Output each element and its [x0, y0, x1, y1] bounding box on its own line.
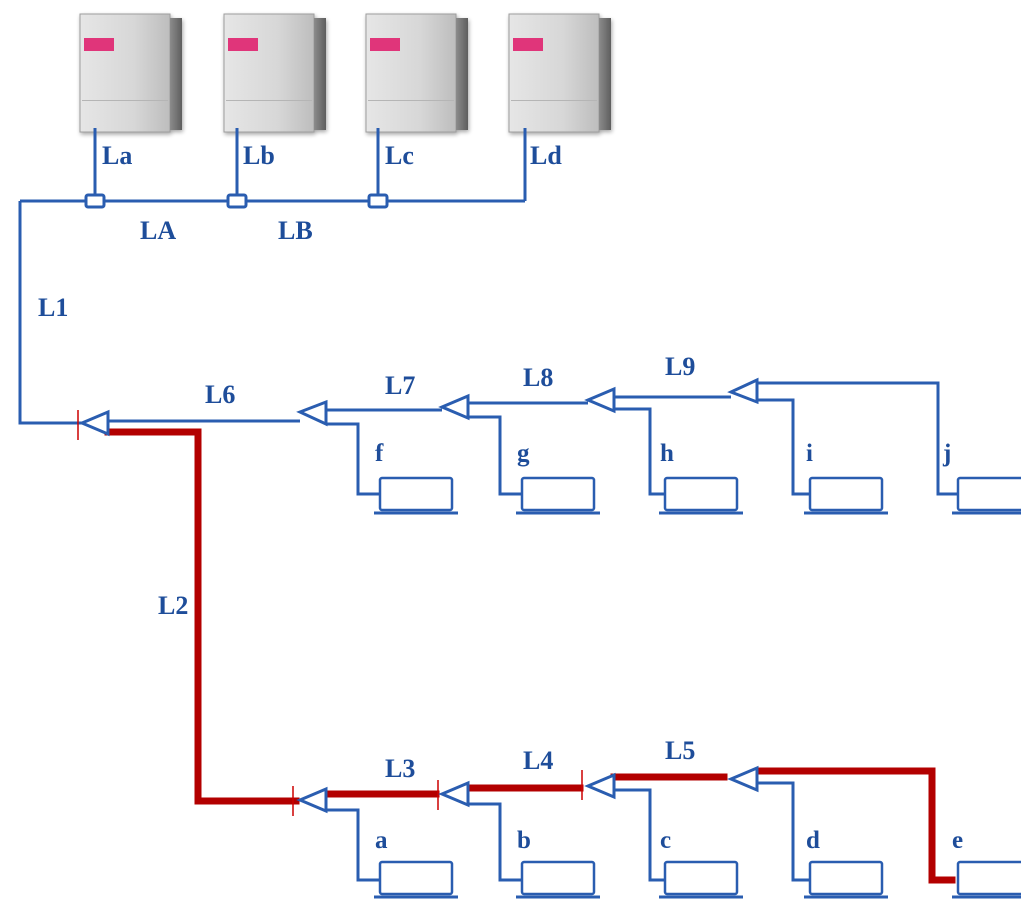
label-La: La	[102, 141, 132, 170]
indoor-unit-d	[804, 860, 888, 899]
outdoor-unit-4	[508, 13, 611, 133]
brand-logo	[513, 38, 543, 51]
indoor-unit-h	[659, 476, 743, 515]
label-Ld: Ld	[530, 141, 562, 170]
indoor-unit-j	[952, 476, 1021, 515]
label-LA: LA	[140, 216, 176, 245]
label-L8: L8	[523, 363, 553, 392]
label-LB: LB	[278, 216, 313, 245]
label-L2: L2	[158, 591, 188, 620]
brand-logo	[370, 38, 400, 51]
label-L1: L1	[38, 293, 68, 322]
header-joints	[84, 193, 389, 209]
label-unit-c: c	[660, 827, 671, 854]
label-unit-g: g	[517, 440, 530, 467]
indoor-unit-g	[516, 476, 600, 515]
indoor-unit-e	[952, 860, 1021, 899]
label-unit-b: b	[517, 827, 531, 854]
indoor-unit-labels: f g h i j a b c d e	[375, 440, 963, 854]
label-unit-h: h	[660, 440, 674, 467]
branch-joints	[78, 377, 759, 814]
label-unit-j: j	[942, 440, 951, 467]
outdoor-unit-3	[365, 13, 468, 133]
indoor-unit-i	[804, 476, 888, 515]
indoor-unit-a	[374, 860, 458, 899]
label-L9: L9	[665, 352, 695, 381]
indoor-unit-f	[374, 476, 458, 515]
section-ticks	[77, 410, 583, 816]
pipe-labels: La Lb Lc Ld LA LB L1 L2 L3 L4 L5 L6 L7 L…	[38, 141, 695, 783]
brand-logo	[228, 38, 258, 51]
label-L6: L6	[205, 380, 235, 409]
label-L3: L3	[385, 754, 415, 783]
indoor-unit-c	[659, 860, 743, 899]
label-L7: L7	[385, 371, 415, 400]
blue-piping	[18, 128, 958, 882]
outdoor-unit-2	[223, 13, 326, 133]
outdoor-unit-1	[79, 13, 182, 133]
label-L4: L4	[523, 746, 553, 775]
brand-logo	[84, 38, 114, 51]
longest-pipe-path	[104, 428, 956, 884]
label-unit-f: f	[375, 440, 384, 467]
label-Lc: Lc	[385, 141, 414, 170]
label-Lb: Lb	[243, 141, 275, 170]
label-L5: L5	[665, 736, 695, 765]
label-unit-i: i	[806, 440, 813, 467]
label-unit-e: e	[952, 827, 963, 854]
label-unit-a: a	[375, 827, 388, 854]
label-unit-d: d	[806, 827, 820, 854]
indoor-unit-b	[516, 860, 600, 899]
